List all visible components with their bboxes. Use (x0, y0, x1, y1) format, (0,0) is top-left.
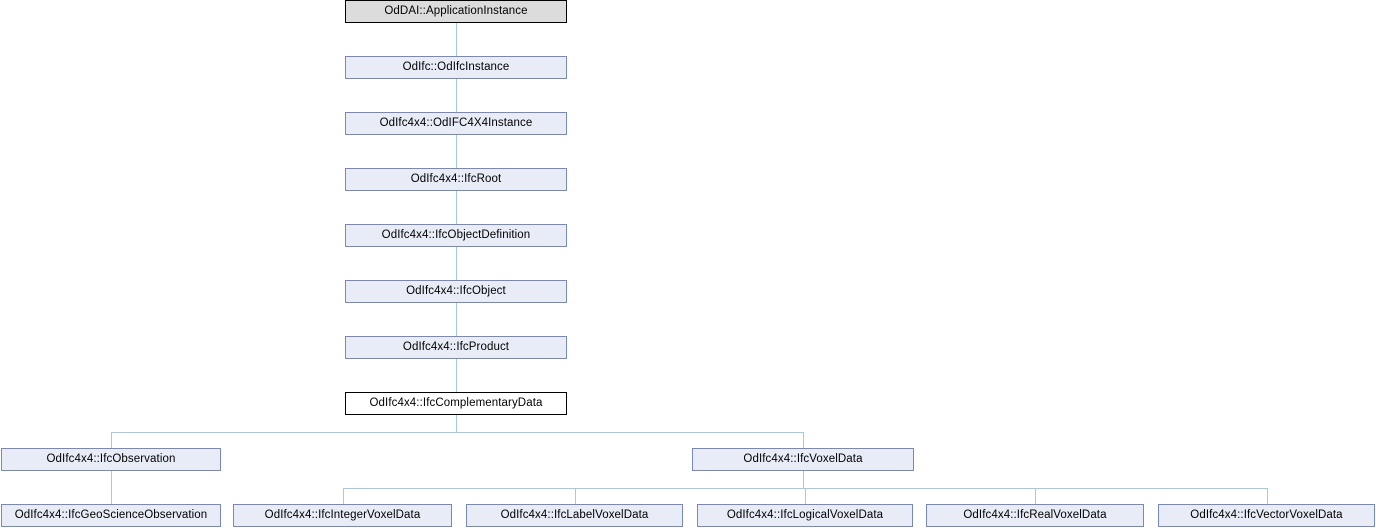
inheritance-connector-vertical (1267, 488, 1268, 504)
class-box-odifc4x4-ifcroot[interactable]: OdIfc4x4::IfcRoot (345, 168, 567, 191)
inheritance-connector-vertical (803, 432, 804, 448)
inheritance-connector-vertical (456, 303, 457, 336)
class-box-odifc4x4-ifcobjectdefinition[interactable]: OdIfc4x4::IfcObjectDefinition (345, 224, 567, 247)
class-box-odifc4x4-ifcvoxeldata[interactable]: OdIfc4x4::IfcVoxelData (692, 448, 914, 471)
inheritance-connector-horizontal (343, 488, 1267, 489)
inheritance-connector-vertical (575, 488, 576, 504)
inheritance-connector-vertical (111, 471, 112, 504)
inheritance-connector-vertical (805, 488, 806, 504)
class-box-odifc4x4-ifcobject[interactable]: OdIfc4x4::IfcObject (345, 280, 567, 303)
inheritance-connector-vertical (456, 359, 457, 392)
inheritance-connector-vertical (111, 432, 112, 448)
class-box-odifc4x4-ifcvectorvoxeldata[interactable]: OdIfc4x4::IfcVectorVoxelData (1158, 504, 1375, 527)
inheritance-connector-vertical (456, 79, 457, 112)
class-box-odifc4x4-ifcintegervoxeldata[interactable]: OdIfc4x4::IfcIntegerVoxelData (233, 504, 452, 527)
class-box-odifc4x4-ifclogicalvoxeldata[interactable]: OdIfc4x4::IfcLogicalVoxelData (697, 504, 913, 527)
class-box-odifc4x4-ifcgeoscienceobservation[interactable]: OdIfc4x4::IfcGeoScienceObservation (1, 504, 221, 527)
class-box-odifc-odifcinstance[interactable]: OdIfc::OdIfcInstance (345, 56, 567, 79)
inheritance-connector-vertical (456, 23, 457, 56)
inheritance-connector-vertical (456, 247, 457, 280)
class-box-odifc4x4-ifccomplementarydata[interactable]: OdIfc4x4::IfcComplementaryData (345, 392, 567, 415)
class-box-odifc4x4-ifclabelvoxeldata[interactable]: OdIfc4x4::IfcLabelVoxelData (466, 504, 683, 527)
inheritance-connector-vertical (456, 135, 457, 168)
class-box-odifc4x4-ifcproduct[interactable]: OdIfc4x4::IfcProduct (345, 336, 567, 359)
inheritance-connector-vertical (1035, 488, 1036, 504)
inheritance-connector-horizontal (111, 432, 803, 433)
class-box-odifc4x4-ifcrealvoxeldata[interactable]: OdIfc4x4::IfcRealVoxelData (926, 504, 1144, 527)
class-box-odifc4x4-odifc4x4instance[interactable]: OdIfc4x4::OdIFC4X4Instance (345, 112, 567, 135)
class-box-odifc4x4-ifcobservation[interactable]: OdIfc4x4::IfcObservation (1, 448, 221, 471)
inheritance-connector-vertical (456, 415, 457, 432)
inheritance-connector-vertical (803, 471, 804, 488)
class-box-oddai-applicationinstance[interactable]: OdDAI::ApplicationInstance (345, 0, 567, 23)
inheritance-connector-vertical (343, 488, 344, 504)
inheritance-connector-vertical (456, 191, 457, 224)
